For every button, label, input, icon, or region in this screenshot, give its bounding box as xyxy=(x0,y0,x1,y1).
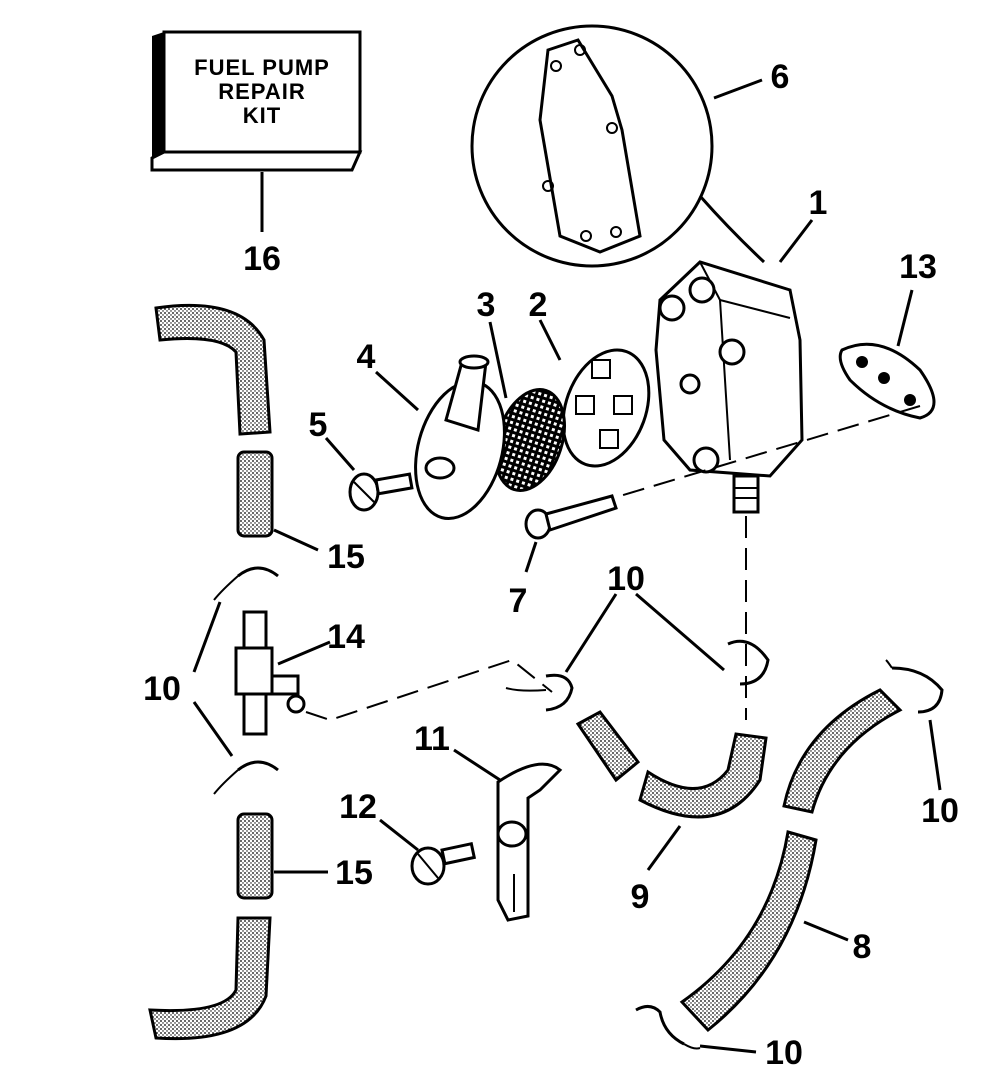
lower-straight-hose xyxy=(236,812,274,900)
kit-label-line2: REPAIR xyxy=(218,79,306,104)
callout-11: 11 xyxy=(414,720,450,758)
callout-8: 8 xyxy=(853,928,872,966)
assembly-line-tee xyxy=(305,658,553,722)
leader-4 xyxy=(374,370,420,412)
callout-12: 12 xyxy=(339,788,377,826)
pump-cover xyxy=(414,354,506,520)
elbow-hose-9 xyxy=(575,710,768,819)
clip-left-lower xyxy=(213,760,279,795)
callout-1: 1 xyxy=(809,184,828,222)
leader-9 xyxy=(646,825,682,871)
callout-10-right: 10 xyxy=(921,792,959,830)
gasket-detail-inset xyxy=(470,24,714,268)
clip-center-b xyxy=(727,639,770,686)
callout-16: 16 xyxy=(243,240,281,278)
callout-10-center: 10 xyxy=(607,560,645,598)
leader-15-upper xyxy=(273,528,319,552)
callout-14: 14 xyxy=(327,618,365,656)
callout-4: 4 xyxy=(357,338,376,376)
bracket-screw xyxy=(410,841,477,886)
hose-bracket xyxy=(496,762,563,922)
lower-elbow-hose xyxy=(148,916,272,1041)
leader-5 xyxy=(324,437,356,471)
upper-right-hose xyxy=(782,688,903,814)
callout-2: 2 xyxy=(529,286,548,324)
fuel-pump-body xyxy=(654,260,804,514)
leader-12 xyxy=(379,818,419,852)
leader-13 xyxy=(896,289,914,347)
leader-10-left-b xyxy=(192,701,234,757)
repair-kit-box: FUEL PUMP REPAIR KIT xyxy=(150,30,363,172)
leader-2 xyxy=(538,319,562,361)
leader-1 xyxy=(778,219,814,263)
callout-3: 3 xyxy=(477,286,496,324)
leader-3 xyxy=(488,321,508,399)
callout-9: 9 xyxy=(631,878,650,916)
callout-10-left: 10 xyxy=(143,670,181,708)
callout-15-upper: 15 xyxy=(327,538,365,576)
mounting-gasket xyxy=(838,342,936,420)
leader-10-bottom xyxy=(699,1044,757,1054)
clip-center-a xyxy=(505,673,574,712)
tee-fitting xyxy=(234,610,306,736)
leader-7 xyxy=(524,541,538,573)
upper-elbow-hose xyxy=(154,304,272,436)
leader-10-left-a xyxy=(192,601,222,673)
callout-7: 7 xyxy=(509,582,528,620)
leader-6 xyxy=(713,78,763,100)
clip-bottom xyxy=(635,1005,701,1050)
callout-15-lower: 15 xyxy=(335,854,373,892)
upper-straight-hose xyxy=(236,450,274,538)
leader-8 xyxy=(803,920,849,942)
cover-screw xyxy=(348,472,414,512)
inset-connector xyxy=(698,195,766,264)
clip-left-upper xyxy=(213,566,279,601)
valve-plate xyxy=(561,348,651,468)
callout-13: 13 xyxy=(899,248,937,286)
leader-10-center-b xyxy=(635,592,725,672)
callout-10-bottom: 10 xyxy=(765,1034,803,1072)
leader-10-right xyxy=(928,719,942,791)
callout-6: 6 xyxy=(771,58,790,96)
kit-label-line3: KIT xyxy=(243,103,281,128)
leader-10-center-a xyxy=(564,593,618,673)
long-screw xyxy=(524,494,618,540)
long-hose-8 xyxy=(679,830,818,1033)
clip-right xyxy=(885,659,944,714)
callout-5: 5 xyxy=(309,406,328,444)
kit-label-line1: FUEL PUMP xyxy=(194,55,330,80)
leader-11 xyxy=(453,748,501,782)
leader-14 xyxy=(277,640,331,666)
